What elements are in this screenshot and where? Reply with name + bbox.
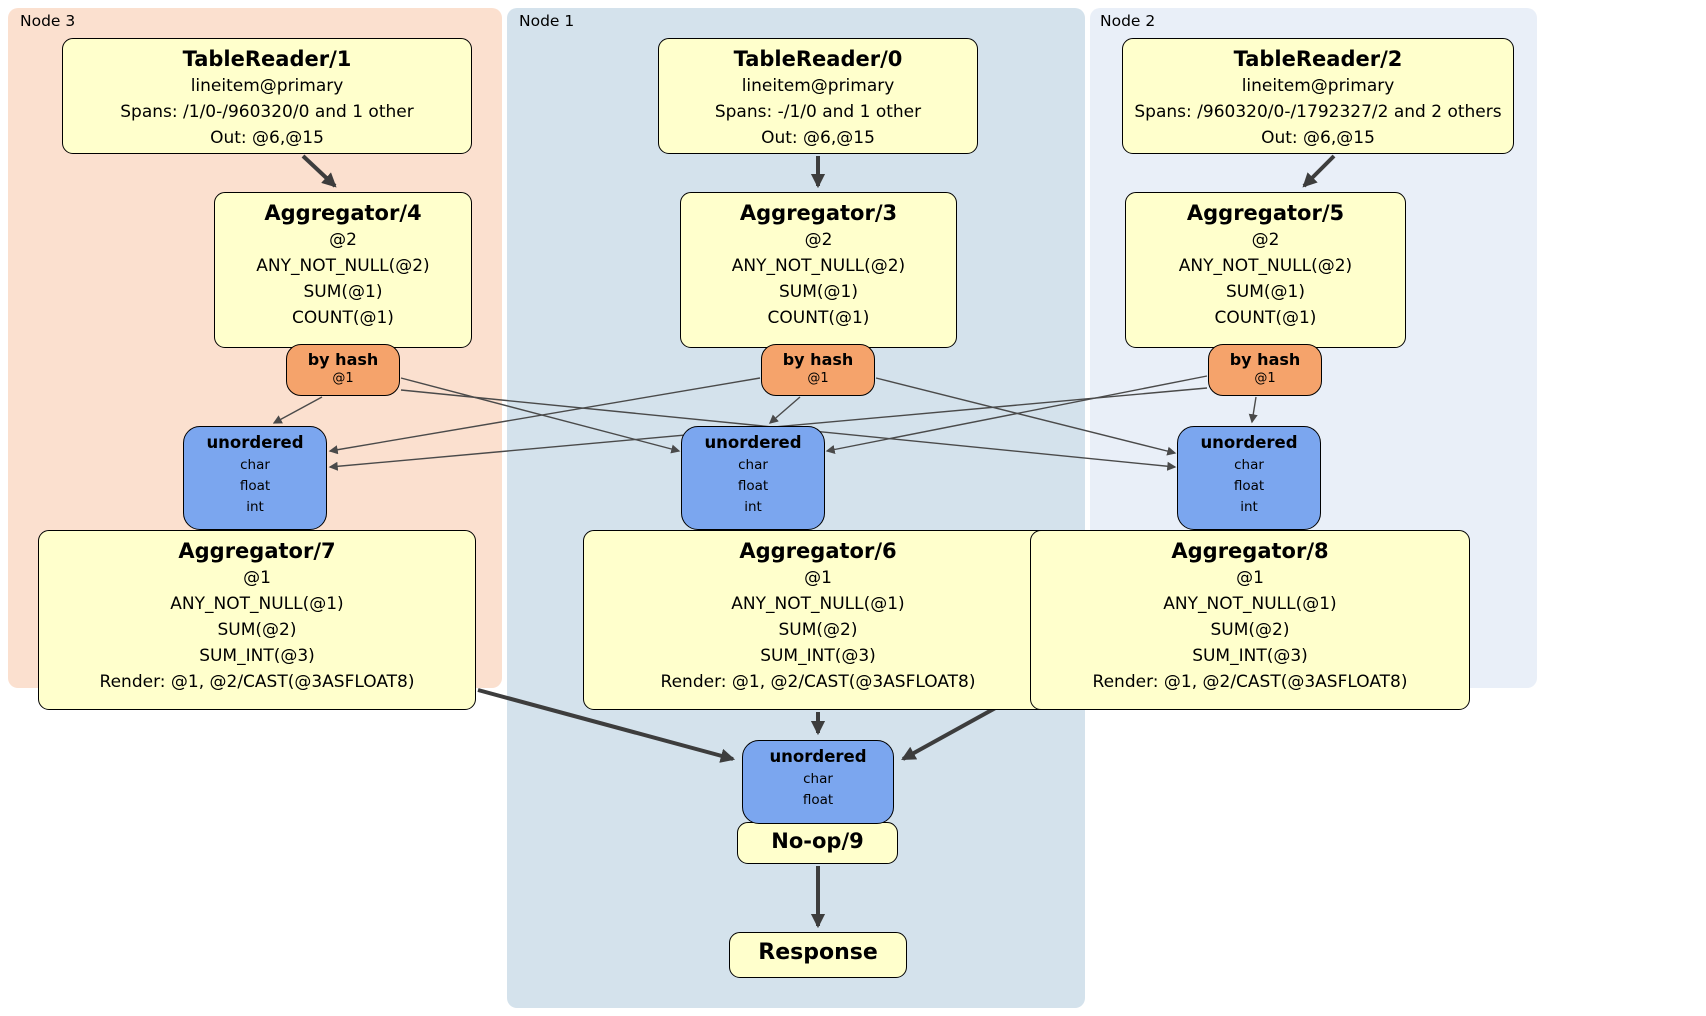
node1-label: Node 1 [519,12,575,30]
unordered-sync-node1: unordered char float int [681,426,825,530]
node3-label: Node 3 [20,12,76,30]
byhash-router-node1: by hash @1 [761,344,875,396]
edge-tablereader1-aggregator4 [301,154,337,188]
tablereader-0-box: TableReader/0 lineitem@primary Spans: -/… [658,38,978,154]
unordered-sync-final: unordered char float [742,740,894,824]
edge-byhash3-unordered1 [400,377,681,454]
byhash-router-node2: by hash @1 [1208,344,1322,396]
aggregator-7-box: Aggregator/7 @1 ANY_NOT_NULL(@1) SUM(@2)… [38,530,476,710]
tablereader-0-title: TableReader/0 [733,47,903,71]
response-box: Response [729,932,907,978]
tablereader-1-title: TableReader/1 [182,47,352,71]
edge-aggregator7-unorderedC [477,688,736,763]
aggregator-7-title: Aggregator/7 [178,539,336,563]
edge-tablereader2-aggregator5 [1302,154,1336,188]
tablereader-1-box: TableReader/1 lineitem@primary Spans: /1… [62,38,472,154]
aggregator-6-box: Aggregator/6 @1 ANY_NOT_NULL(@1) SUM(@2)… [583,530,1053,710]
aggregator-5-box: Aggregator/5 @2 ANY_NOT_NULL(@2) SUM(@1)… [1125,192,1406,348]
aggregator-8-title: Aggregator/8 [1171,539,1329,563]
edge-byhash1-unordered2 [875,377,1177,456]
aggregator-4-title: Aggregator/4 [264,201,422,225]
aggregator-4-box: Aggregator/4 @2 ANY_NOT_NULL(@2) SUM(@1)… [214,192,472,348]
aggregator-6-title: Aggregator/6 [739,539,897,563]
byhash-router-node3: by hash @1 [286,344,400,396]
aggregator-3-title: Aggregator/3 [739,201,898,225]
edge-byhash2-unordered2 [1248,396,1258,424]
edge-byhash1-unordered3 [328,377,761,455]
aggregator-5-title: Aggregator/5 [1186,201,1345,225]
edge-byhash3-unordered3 [272,396,323,424]
node2-label: Node 2 [1100,12,1156,30]
unordered-sync-node2: unordered char float int [1177,426,1321,530]
aggregator-8-box: Aggregator/8 @1 ANY_NOT_NULL(@1) SUM(@2)… [1030,530,1470,710]
unordered-sync-node3: unordered char float int [183,426,327,530]
aggregator-3-box: Aggregator/3 @2 ANY_NOT_NULL(@2) SUM(@1)… [680,192,957,348]
tablereader-2-title: TableReader/2 [1233,47,1403,71]
tablereader-2-box: TableReader/2 lineitem@primary Spans: /9… [1122,38,1514,154]
edge-byhash2-unordered1 [825,375,1208,454]
edge-byhash1-unordered1 [768,396,801,424]
noop-box: No-op/9 [737,822,898,864]
